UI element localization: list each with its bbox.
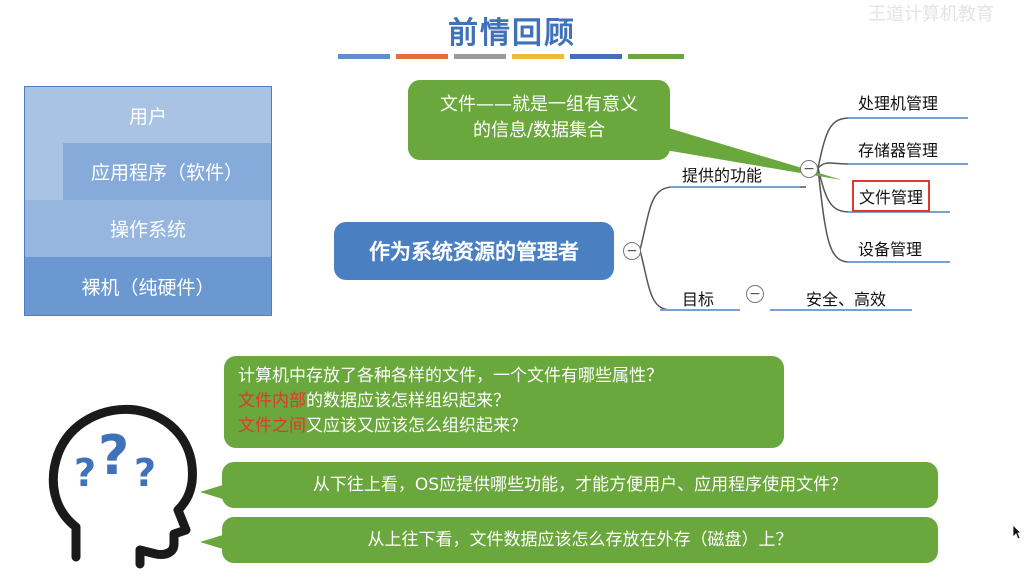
thinking-head-icon: ? ? ? <box>48 404 197 569</box>
title-bar-1 <box>338 54 390 59</box>
function-processor: 处理机管理 <box>858 94 939 113</box>
layer-hardware-label: 裸机（纯硬件） <box>81 276 215 299</box>
title-bar-5 <box>570 54 622 59</box>
title-bar-6 <box>628 54 684 59</box>
layer-app: 应用程序（软件） <box>63 143 271 200</box>
question-1-line3-rest: 又应该又应该怎么组织起来？ <box>306 416 527 436</box>
svg-text:?: ? <box>134 451 156 495</box>
question-1-highlight-inner: 文件内部 <box>238 391 306 411</box>
layer-app-label: 应用程序（软件） <box>90 162 243 184</box>
layer-os: 操作系统 <box>25 200 271 257</box>
provide-label: 提供的功能 <box>682 166 763 185</box>
question-3-text: 从上往下看，文件数据应该怎么存放在外存（磁盘）上？ <box>367 530 793 550</box>
question-2-text: 从下往上看，OS应提供哪些功能，才能方便用户、应用程序使用文件？ <box>312 475 848 495</box>
question-1-line1: 计算机中存放了各种各样的文件，一个文件有哪些属性？ <box>238 366 663 386</box>
title-bar-2 <box>396 54 448 59</box>
main-node: 作为系统资源的管理者 <box>334 222 614 280</box>
question-callout-3: 从上往下看，文件数据应该怎么存放在外存（磁盘）上？ <box>222 517 938 563</box>
question-1-line3: 文件之间又应该又应该怎么组织起来？ <box>238 414 770 439</box>
layer-user-left <box>25 143 63 200</box>
collapse-goal-icon[interactable]: − <box>746 285 764 303</box>
function-device: 设备管理 <box>858 240 923 259</box>
title-bar-3 <box>454 54 506 59</box>
svg-text:?: ? <box>74 451 96 495</box>
file-definition-line2: 的信息/数据集合 <box>472 120 606 141</box>
question-callout-1: 计算机中存放了各种各样的文件，一个文件有哪些属性？ 文件内部的数据应该怎样组织起… <box>224 356 784 448</box>
svg-text:?: ? <box>98 424 129 487</box>
layer-user-label: 用户 <box>128 105 167 128</box>
title-bar-4 <box>512 54 564 59</box>
layer-diagram <box>24 86 272 316</box>
function-file: 文件管理 <box>852 180 931 212</box>
function-storage: 存储器管理 <box>858 141 939 160</box>
question-1-line2-rest: 的数据应该怎样组织起来？ <box>306 391 510 411</box>
layer-user: 用户 <box>25 87 271 143</box>
goal-label: 目标 <box>682 290 715 309</box>
collapse-main-icon[interactable]: − <box>623 242 641 260</box>
layer-hardware: 裸机（纯硬件） <box>25 257 271 315</box>
goal-value: 安全、高效 <box>806 290 887 309</box>
question-1-highlight-between: 文件之间 <box>238 416 306 436</box>
collapse-provide-icon[interactable]: − <box>800 160 818 178</box>
slide-title: 前情回顾 <box>448 16 576 51</box>
question-1-line2: 文件内部的数据应该怎样组织起来？ <box>238 389 770 414</box>
question-callout-2: 从下往上看，OS应提供哪些功能，才能方便用户、应用程序使用文件？ <box>222 462 938 508</box>
file-definition-line1: 文件——就是一组有意义 <box>440 94 638 115</box>
file-definition-callout: 文件——就是一组有意义 的信息/数据集合 <box>408 80 670 160</box>
layer-os-label: 操作系统 <box>109 219 186 241</box>
mouse-cursor-icon <box>1012 524 1022 540</box>
main-node-label: 作为系统资源的管理者 <box>369 240 579 264</box>
watermark: 王道计算机教育 <box>868 4 994 25</box>
